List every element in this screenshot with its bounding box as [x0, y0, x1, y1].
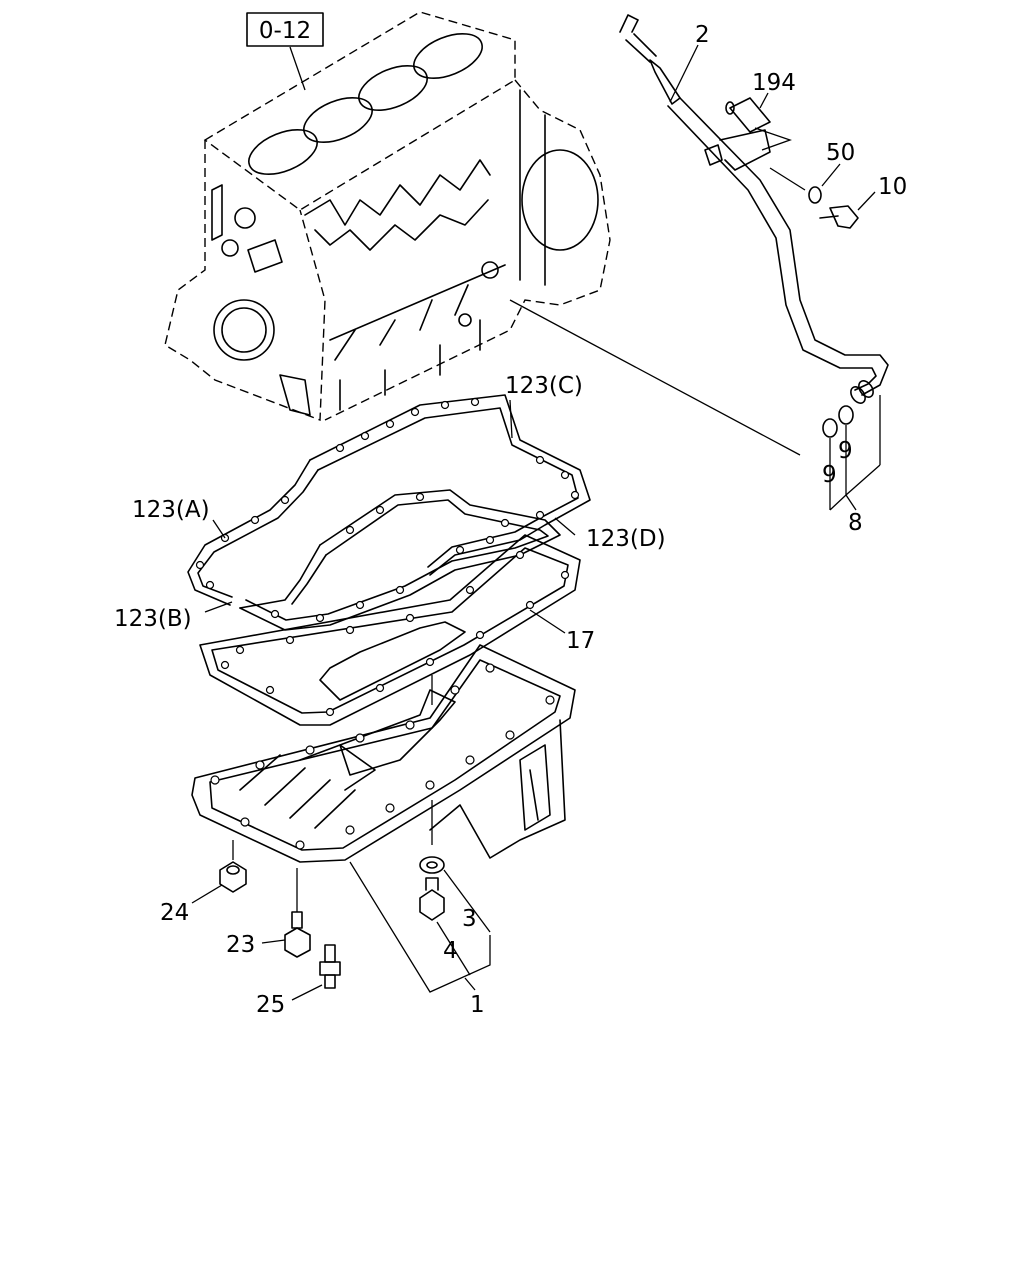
- leader-50: [821, 163, 841, 187]
- callout-1: 1: [470, 992, 485, 1018]
- callout-23: 23: [226, 932, 255, 958]
- stud-25: [291, 944, 341, 1001]
- leader-2: [669, 44, 699, 103]
- callout-8: 8: [848, 510, 863, 536]
- callout-50: 50: [826, 140, 855, 166]
- washer-bolt: [769, 167, 859, 229]
- callout-17: 17: [566, 628, 595, 654]
- engine-block: [164, 11, 611, 422]
- pan-assy-tick: [464, 977, 476, 991]
- callout-9-a: 9: [838, 438, 853, 464]
- leader-17: [529, 609, 566, 634]
- o-rings: [822, 395, 881, 511]
- nut-24: [191, 861, 247, 904]
- callout-123b: 123(B): [114, 606, 192, 632]
- callout-123d: 123(D): [586, 526, 666, 552]
- callout-2: 2: [695, 22, 710, 48]
- gasket-holes: [195, 397, 580, 623]
- leader-123d: [554, 517, 576, 536]
- gasket-17: [199, 534, 581, 726]
- leader-194: [759, 92, 769, 109]
- callout-24: 24: [160, 900, 189, 926]
- ref-label: 0-12: [259, 18, 311, 44]
- bolt-23: [261, 911, 311, 958]
- callout-194: 194: [752, 70, 796, 96]
- callout-123a: 123(A): [132, 497, 210, 523]
- leader-123b: [204, 601, 233, 613]
- leader-10: [857, 191, 876, 211]
- leader-123c: [509, 399, 513, 439]
- gasket-123: [187, 394, 591, 631]
- drain-plug: [419, 856, 491, 976]
- callout-3: 3: [462, 906, 477, 932]
- callout-10: 10: [878, 174, 907, 200]
- callout-25: 25: [256, 992, 285, 1018]
- ref-box: 0-12: [246, 12, 324, 91]
- oil-pan: [191, 644, 576, 912]
- dipstick-guide-tube: [509, 14, 889, 456]
- callout-123c: 123(C): [505, 373, 583, 399]
- callout-4: 4: [443, 938, 458, 964]
- stud-194: [725, 97, 792, 151]
- leader-123a: [212, 519, 226, 539]
- pan-assy-leader: [349, 861, 491, 993]
- callout-9-b: 9: [822, 462, 837, 488]
